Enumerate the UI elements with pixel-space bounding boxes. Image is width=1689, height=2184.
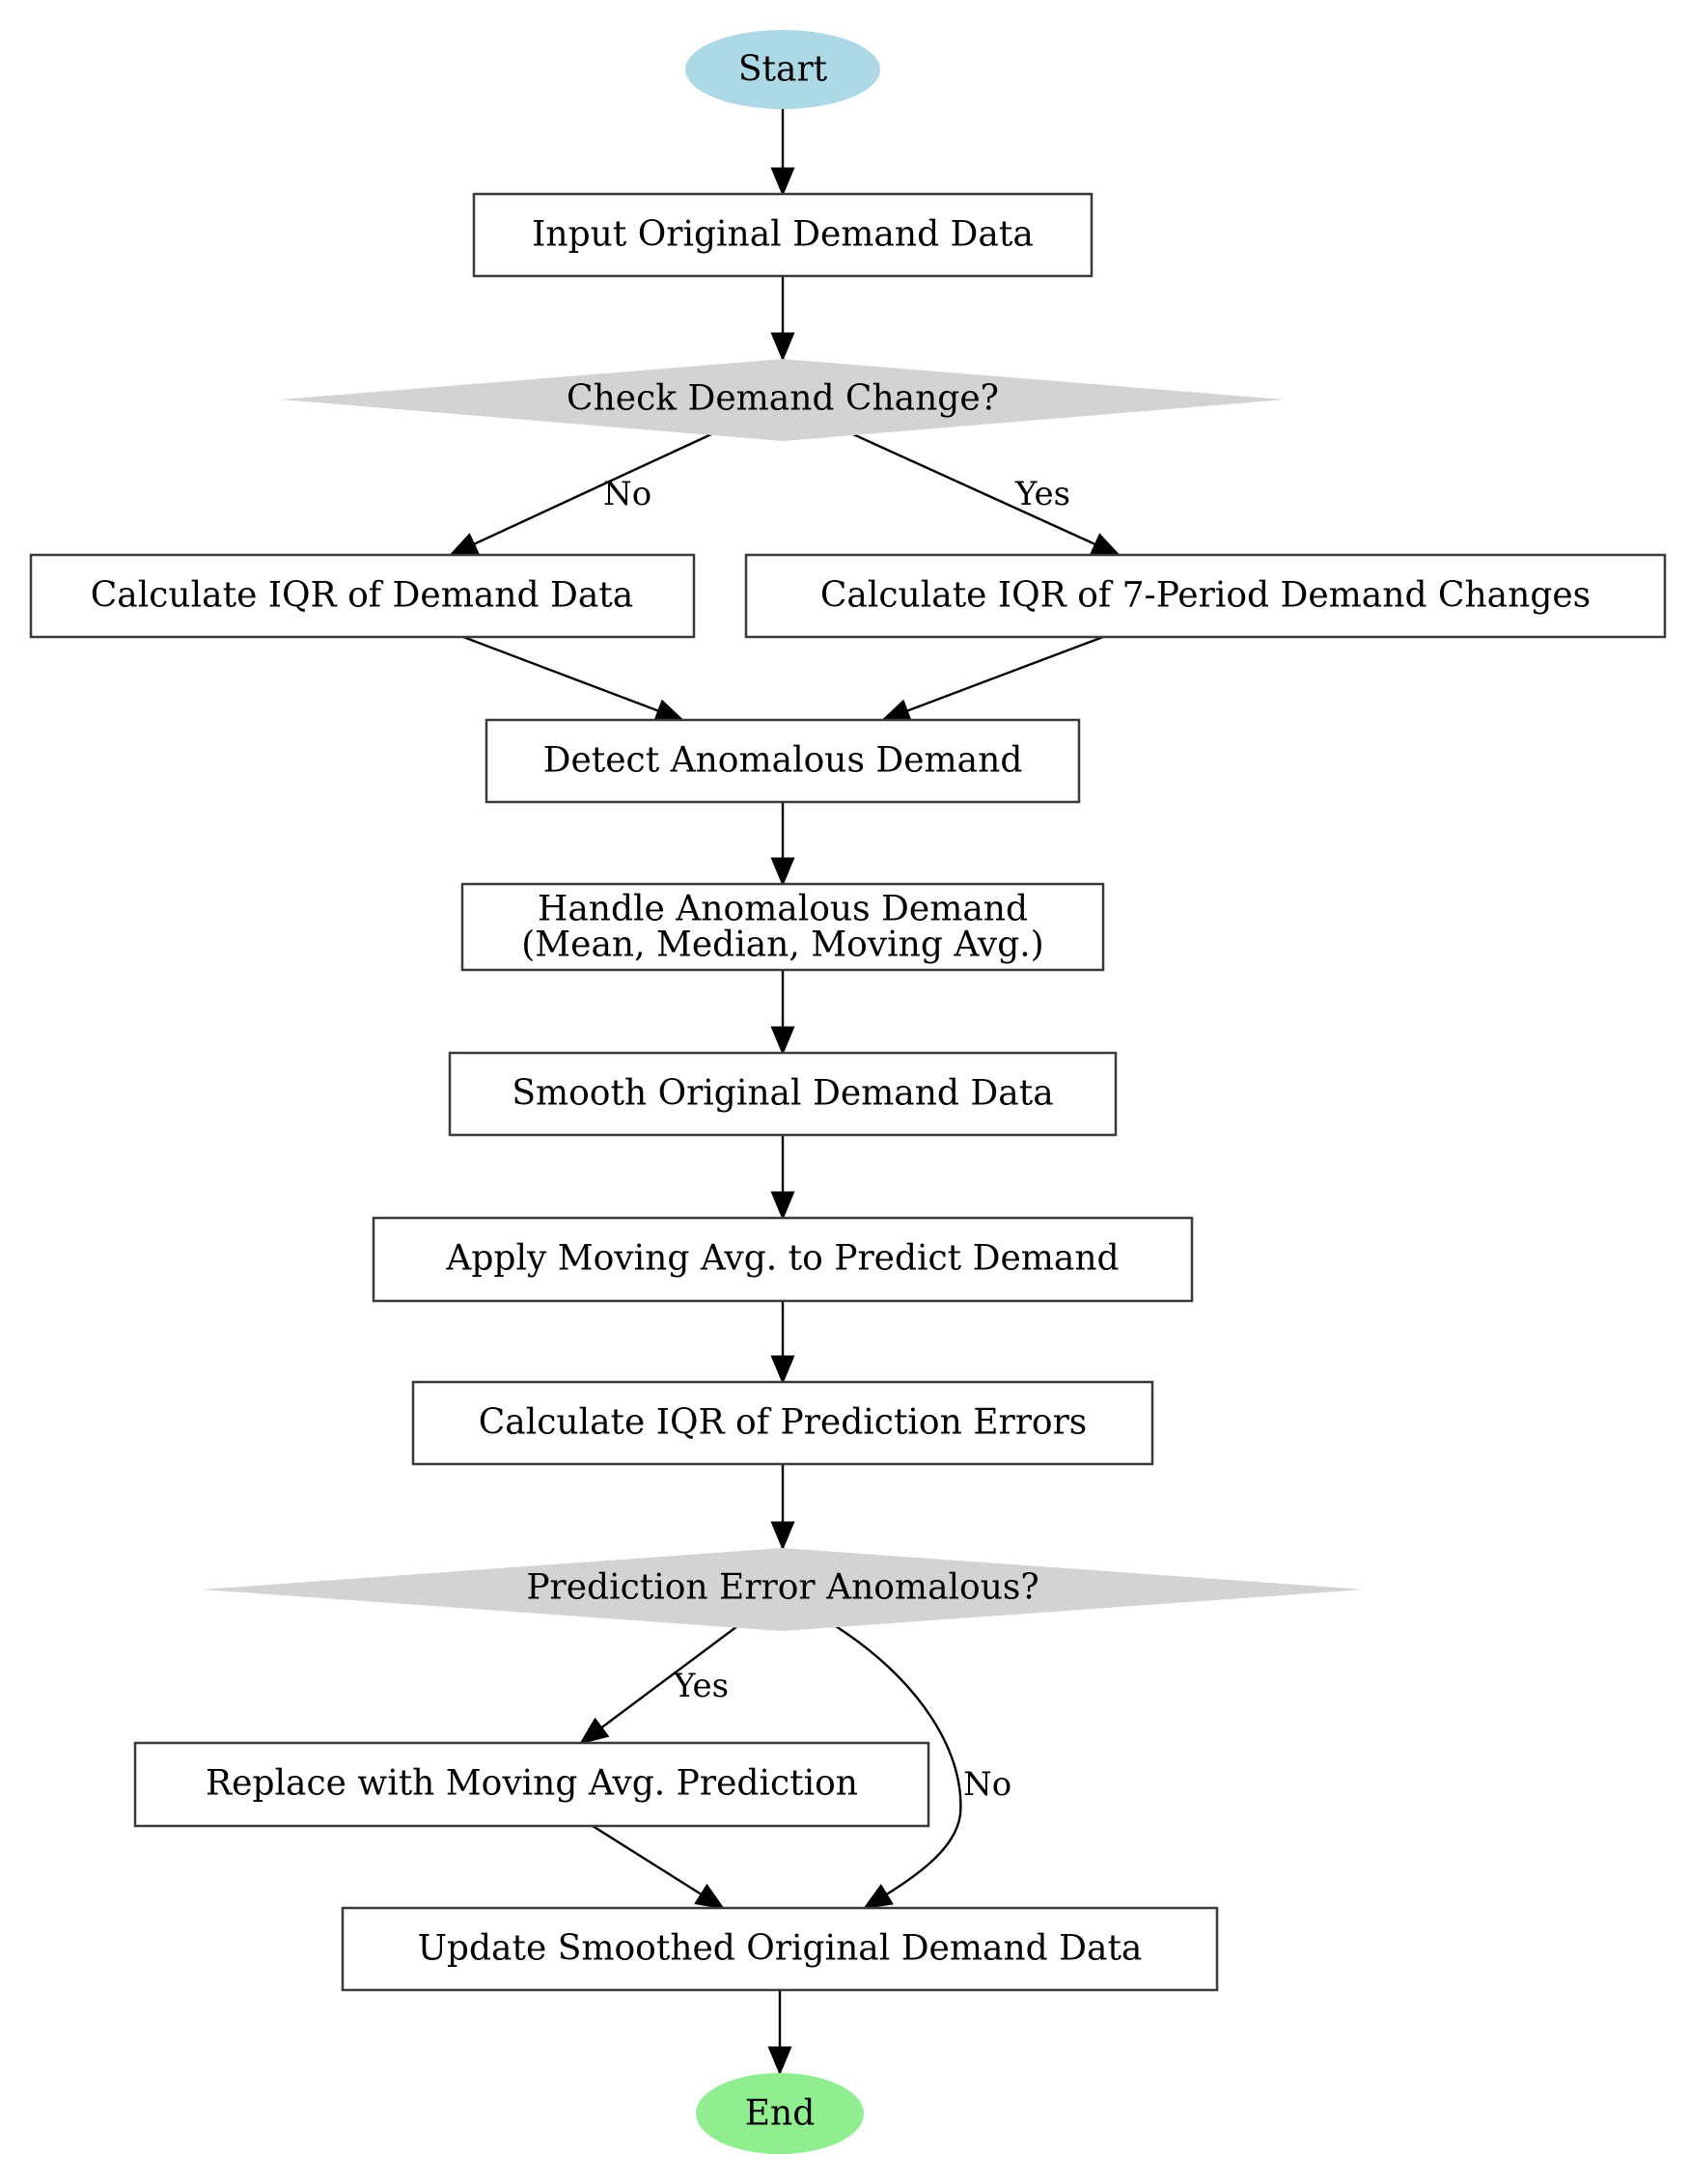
edge-label-error-no: No xyxy=(963,1765,1011,1804)
start-node: Start xyxy=(685,30,880,109)
start-ellipse xyxy=(685,30,880,109)
iqr-demand-box xyxy=(29,553,696,639)
replace-label: Replace with Moving Avg. Prediction xyxy=(206,1764,858,1804)
edge-label-check-no: No xyxy=(603,475,651,513)
predict-box xyxy=(372,1216,1194,1303)
edge-error-yes xyxy=(578,1625,738,1745)
handle-box xyxy=(460,882,1105,972)
smooth-node: Smooth Original Demand Data xyxy=(448,1051,1118,1137)
edge-label-error-yes: Yes xyxy=(673,1667,729,1705)
input-label: Input Original Demand Data xyxy=(532,215,1034,255)
handle-node: Handle Anomalous Demand (Mean, Median, M… xyxy=(460,882,1105,972)
update-box xyxy=(341,1906,1219,1992)
edge-iqr-changes-to-detect xyxy=(880,635,1104,722)
check-change-diamond xyxy=(281,359,1285,441)
iqr-changes-node: Calculate IQR of 7-Period Demand Changes xyxy=(744,553,1667,639)
smooth-label: Smooth Original Demand Data xyxy=(512,1074,1053,1114)
iqr-changes-label: Calculate IQR of 7-Period Demand Changes xyxy=(820,576,1591,616)
iqr-demand-node: Calculate IQR of Demand Data xyxy=(29,553,696,639)
detect-node: Detect Anomalous Demand xyxy=(485,718,1081,804)
replace-box xyxy=(133,1741,930,1828)
predict-node: Apply Moving Avg. to Predict Demand xyxy=(372,1216,1194,1303)
update-label: Update Smoothed Original Demand Data xyxy=(418,1929,1143,1969)
handle-label-line1: Handle Anomalous Demand xyxy=(538,890,1028,929)
check-change-label: Check Demand Change? xyxy=(567,379,999,419)
edge-check-yes xyxy=(852,432,1121,557)
detect-box xyxy=(485,718,1081,804)
iqr-errors-label: Calculate IQR of Prediction Errors xyxy=(479,1403,1088,1443)
end-label: End xyxy=(745,2094,816,2134)
input-node: Input Original Demand Data xyxy=(472,192,1094,278)
error-anomalous-label: Prediction Error Anomalous? xyxy=(526,1568,1038,1608)
edge-replace-to-update xyxy=(592,1824,726,1910)
input-box xyxy=(472,192,1094,278)
iqr-demand-label: Calculate IQR of Demand Data xyxy=(91,576,633,616)
predict-label: Apply Moving Avg. to Predict Demand xyxy=(445,1239,1119,1279)
edge-check-no xyxy=(448,432,712,557)
end-ellipse xyxy=(696,2073,864,2154)
iqr-changes-box xyxy=(744,553,1667,639)
end-node: End xyxy=(696,2073,864,2154)
detect-label: Detect Anomalous Demand xyxy=(543,741,1023,781)
edge-labels: No Yes Yes No xyxy=(603,475,1070,1804)
edge-label-check-yes: Yes xyxy=(1014,475,1070,513)
update-node: Update Smoothed Original Demand Data xyxy=(341,1906,1219,1992)
smooth-box xyxy=(448,1051,1118,1137)
check-change-decision: Check Demand Change? xyxy=(281,359,1285,441)
iqr-errors-node: Calculate IQR of Prediction Errors xyxy=(411,1380,1154,1466)
start-label: Start xyxy=(738,50,828,90)
replace-node: Replace with Moving Avg. Prediction xyxy=(133,1741,930,1828)
iqr-errors-box xyxy=(411,1380,1154,1466)
edges xyxy=(448,109,1121,2076)
edge-iqr-demand-to-detect xyxy=(462,635,685,722)
error-anomalous-decision: Prediction Error Anomalous? xyxy=(202,1548,1364,1631)
edge-error-no xyxy=(835,1624,962,1910)
error-anomalous-diamond xyxy=(202,1548,1364,1631)
handle-label-line2: (Mean, Median, Moving Avg.) xyxy=(521,926,1043,965)
